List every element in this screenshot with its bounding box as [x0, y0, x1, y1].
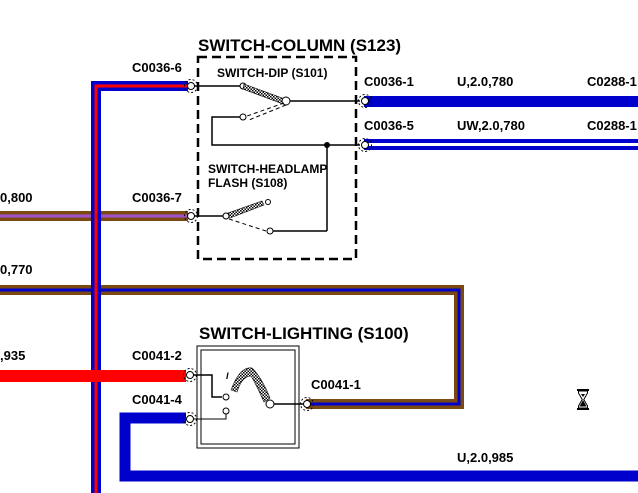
wire-u-2-0-985[interactable] — [119, 412, 638, 482]
wire-u-2-0-780[interactable] — [364, 96, 638, 107]
label-c0036-5: C0036-5 — [364, 118, 414, 133]
pin-c0036-7[interactable] — [187, 212, 195, 220]
label-wire-u-2-0-780: U,2.0,780 — [457, 74, 513, 89]
switch-flash-label: FLASH (S108) — [208, 176, 287, 190]
label-wire-uw-2-0-780: UW,2.0,780 — [457, 118, 525, 133]
label-c0288-1-bottom: C0288-1 — [587, 118, 637, 133]
wire-c0036-6[interactable] — [91, 81, 188, 493]
label-c0036-6: C0036-6 — [132, 60, 182, 75]
label-c0041-1: C0041-1 — [311, 377, 361, 392]
hourglass-icon — [577, 389, 589, 410]
label-c0041-2: C0041-2 — [132, 348, 182, 363]
wire-0-770[interactable] — [0, 285, 464, 409]
connector-pins — [186, 82, 369, 423]
label-wire-0-800: 0,800 — [0, 190, 33, 205]
label-wire-u-2-0-985: U,2.0,985 — [457, 450, 513, 465]
label-c0036-7: C0036-7 — [132, 190, 182, 205]
pin-c0041-1[interactable] — [303, 400, 311, 408]
switch-lighting-title: SWITCH-LIGHTING (S100) — [199, 324, 409, 343]
label-c0036-1: C0036-1 — [364, 74, 414, 89]
switch-dip-label: SWITCH-DIP (S101) — [217, 66, 327, 80]
switch-lighting — [193, 345, 304, 449]
switch-column — [193, 55, 360, 261]
label-c0288-1-top: C0288-1 — [587, 74, 637, 89]
label-c0041-4: C0041-4 — [132, 392, 183, 407]
wire-uw-2-0-780[interactable] — [364, 139, 638, 150]
label-wire-935: ,935 — [0, 348, 25, 363]
pin-c0041-2[interactable] — [186, 371, 194, 379]
pin-c0041-4[interactable] — [186, 415, 194, 423]
pin-c0036-5[interactable] — [361, 141, 369, 149]
switch-headlamp-label: SWITCH-HEADLAMP — [208, 162, 327, 176]
pin-c0036-1[interactable] — [361, 97, 369, 105]
label-wire-0-770: 0,770 — [0, 262, 33, 277]
pin-c0036-6[interactable] — [187, 82, 195, 90]
wire-935[interactable] — [0, 370, 186, 382]
switch-lighting-mark: I — [226, 371, 229, 381]
switch-column-title: SWITCH-COLUMN (S123) — [198, 36, 401, 55]
